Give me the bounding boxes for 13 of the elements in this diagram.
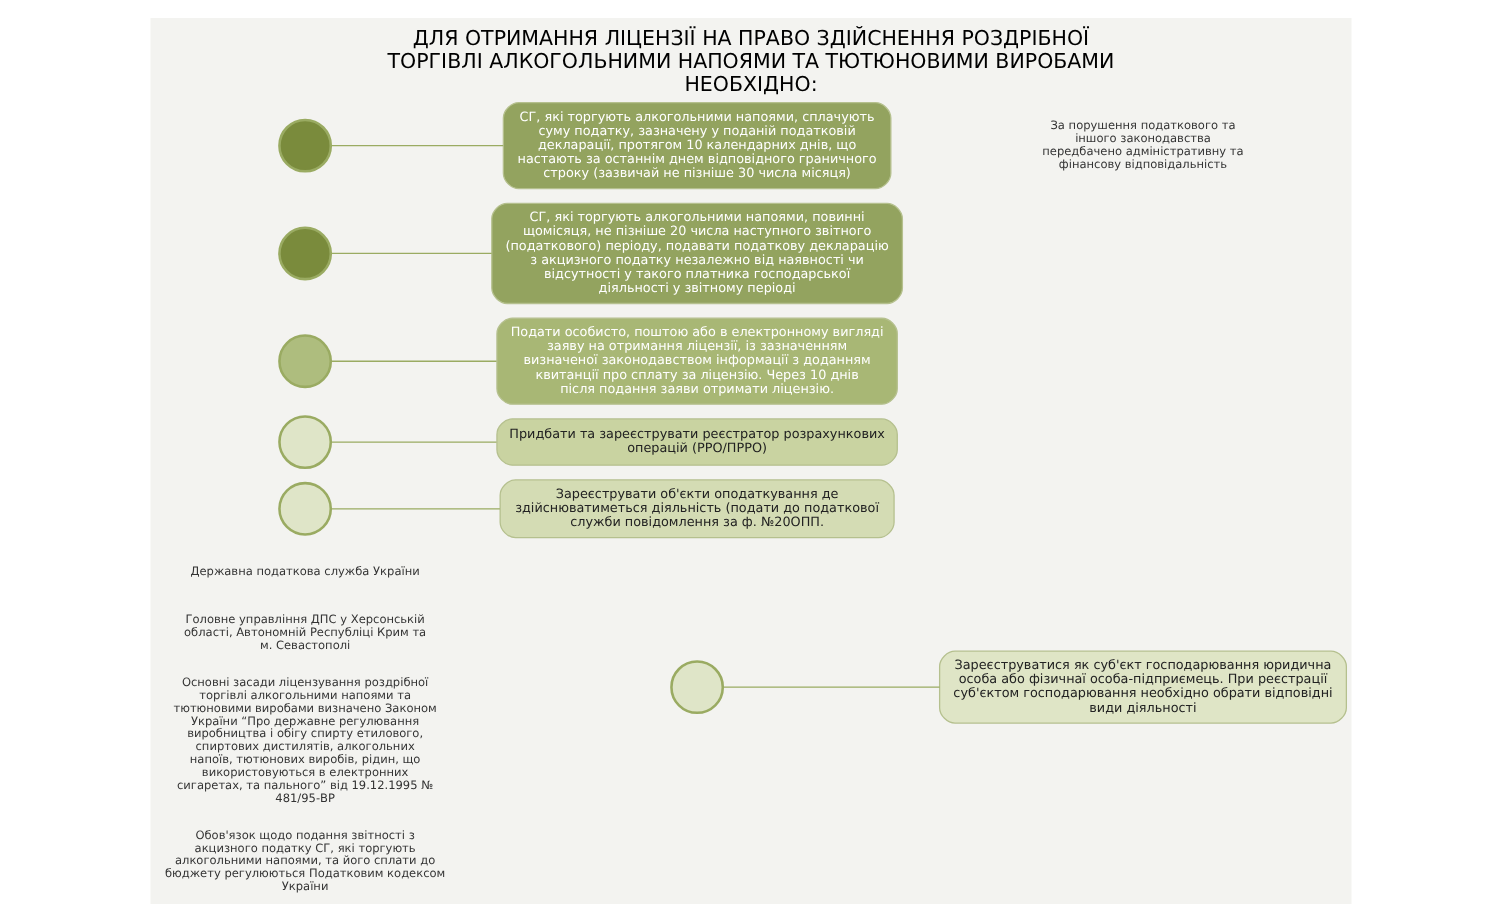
node-circle [277,480,332,535]
diagram-title: ДЛЯ ОТРИМАННЯ ЛІЦЕНЗІЇ НА ПРАВО ЗДІЙСНЕННЯ РОЗДРІБНОЇ ТОРГІВЛІ АЛКОГОЛЬНИМИ НАПОЯМИ ТА ТЮТЮНОВИМИ ВИРОБАМИ НЕОБХІДНО: [386,25,1114,96]
connector [329,251,492,254]
node-circle [277,117,332,172]
node-circle [277,225,332,280]
node-circle [277,414,332,469]
connector [329,507,500,509]
connector [329,144,503,146]
connector [721,685,940,687]
connector [329,359,497,361]
node-circle [669,659,724,714]
connector [329,440,497,442]
node-circle [277,333,332,388]
